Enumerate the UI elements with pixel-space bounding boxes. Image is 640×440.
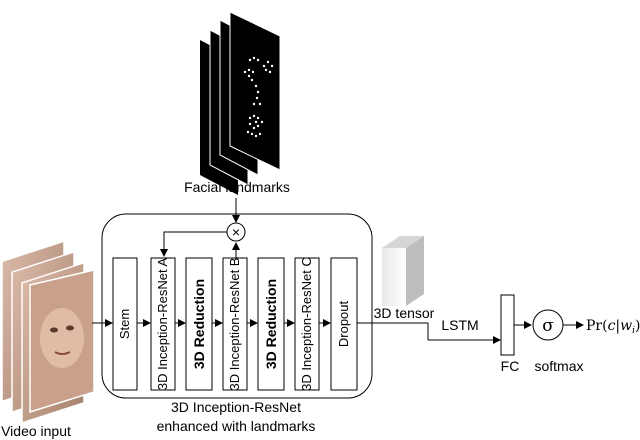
inception-module-container bbox=[101, 213, 373, 399]
output-probability: Pr(c|wi) bbox=[586, 318, 640, 336]
multiply-symbol: × bbox=[232, 224, 240, 240]
facial-landmarks-label: Facial landmarks bbox=[184, 179, 290, 195]
block-inception-c-label: 3D Inception-ResNet C bbox=[299, 257, 314, 391]
block-dropout: Dropout bbox=[330, 257, 358, 391]
module-title-line1: 3D Inception-ResNet bbox=[171, 399, 301, 415]
tensor-cube bbox=[382, 236, 424, 306]
module-title-line2: enhanced with landmarks bbox=[157, 418, 316, 434]
landmark-dots bbox=[243, 56, 274, 138]
block-inception-b: 3D Inception-ResNet B bbox=[222, 257, 248, 391]
video-input-frames bbox=[1, 240, 95, 424]
block-reduction-1-label: 3D Reduction bbox=[191, 279, 207, 369]
block-inception-a-label: 3D Inception-ResNet A bbox=[155, 258, 170, 391]
lstm-label: LSTM bbox=[441, 317, 478, 333]
fc-layer bbox=[500, 294, 515, 356]
fc-label: FC bbox=[501, 358, 520, 374]
block-stem-label: Stem bbox=[117, 309, 132, 339]
tensor-label: 3D tensor bbox=[374, 305, 435, 321]
block-reduction-1: 3D Reduction bbox=[185, 257, 213, 391]
block-reduction-2: 3D Reduction bbox=[257, 257, 285, 391]
softmax-label: softmax bbox=[534, 358, 583, 374]
landmark-frames bbox=[200, 11, 281, 195]
block-inception-b-label: 3D Inception-ResNet B bbox=[227, 258, 242, 391]
block-reduction-2-label: 3D Reduction bbox=[263, 279, 279, 369]
sigma-symbol: σ bbox=[542, 316, 554, 336]
module-blocks: Stem 3D Inception-ResNet A 3D Reduction … bbox=[112, 257, 358, 391]
block-dropout-label: Dropout bbox=[336, 300, 351, 347]
block-inception-a: 3D Inception-ResNet A bbox=[150, 257, 176, 391]
video-input-label: Video input bbox=[1, 423, 71, 439]
multiply-to-a-arrow bbox=[160, 231, 227, 257]
block-inception-c: 3D Inception-ResNet C bbox=[294, 257, 320, 391]
block-stem: Stem bbox=[112, 257, 138, 391]
